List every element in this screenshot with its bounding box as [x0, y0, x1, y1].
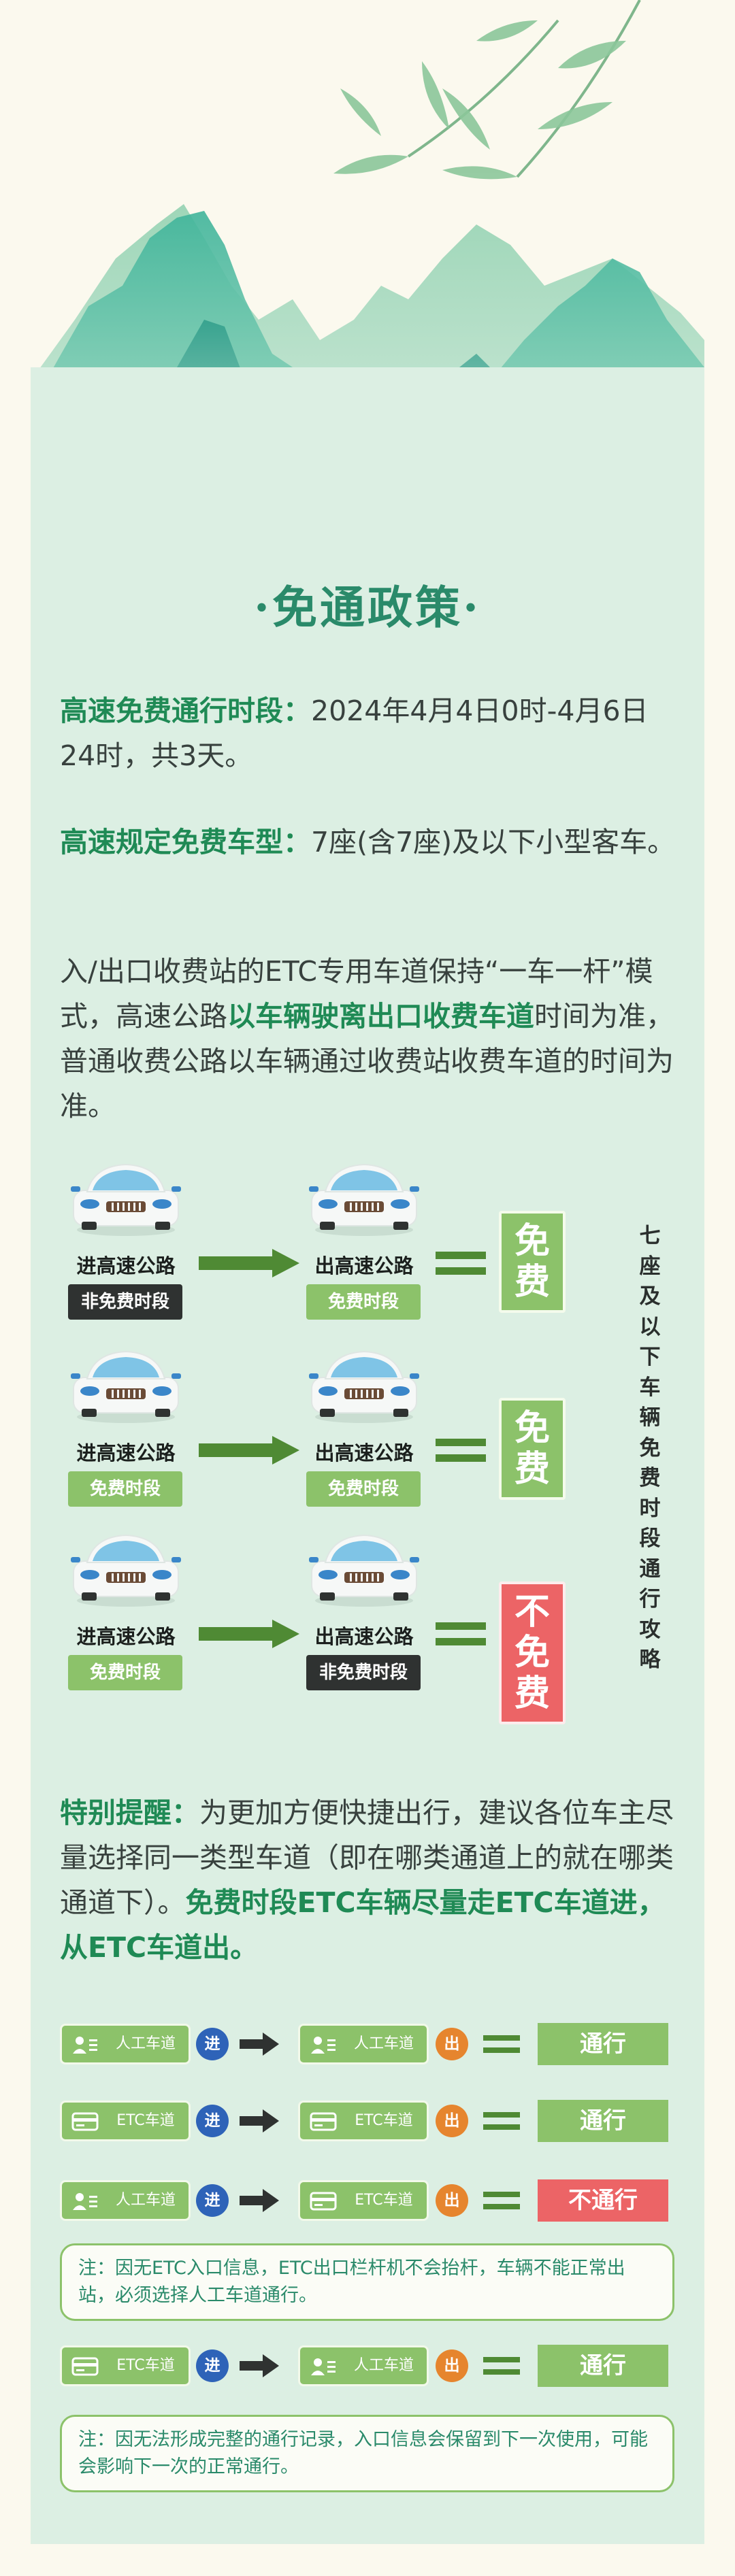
equals-icon [436, 1439, 486, 1462]
card-icon [310, 2112, 337, 2131]
person-icon [71, 2192, 99, 2211]
car-icon [306, 1343, 422, 1424]
enter-highway-label: 进高速公路 [76, 1625, 176, 1648]
reminder-text: 为更加方便快捷出行，建议各位车主尽量选择同一类型车道（即在哪类通道上的就在哪类通… [60, 1796, 674, 1919]
car-icon [306, 1156, 422, 1237]
car-icon [68, 1527, 184, 1607]
entry-badge: 进 [196, 2105, 229, 2137]
note-text-1: 注：因无ETC入口信息，ETC出口栏杆机不会抬杆，车辆不能正常出站，必须选择人工… [78, 2258, 625, 2306]
entry-badge: 进 [196, 2028, 229, 2060]
page-title: ·免通政策· [254, 581, 481, 634]
card-icon [310, 2192, 337, 2211]
lane-label: ETC车道 [116, 2357, 175, 2374]
exit-badge: 出 [436, 2349, 468, 2382]
reminder-highlight: 免费时段ETC车辆尽量走ETC车道进，从ETC车道出。 [60, 1886, 666, 1964]
reminder-paragraph: 特别提醒：为更加方便快捷出行，建议各位车主尽量选择同一类型车道（即在哪类通道上的… [60, 1790, 679, 1970]
exit-highway-label: 出高速公路 [314, 1625, 414, 1648]
vertical-caption: 七座及以下车辆免费时段通行攻略 [639, 1224, 661, 1672]
free-period-text: 2024年4月4日0时-4月6日24时，共3天。 [60, 695, 649, 772]
enter-period-tag: 非免费时段 [68, 1284, 182, 1320]
equals-icon [483, 2192, 520, 2209]
arrow-right-icon [240, 2109, 279, 2132]
lane-label: 人工车道 [115, 2192, 176, 2209]
entry-badge: 进 [196, 2184, 229, 2217]
exit-period-tag: 免费时段 [306, 1471, 421, 1507]
lane-chip: 人工车道 [298, 2345, 429, 2386]
toll-rule-text-2: 时间为准，普通收费公路以车辆通过收费站收费车道的时间为准。 [60, 1000, 674, 1122]
exit-badge: 出 [436, 2028, 468, 2060]
enter-period-tag: 免费时段 [68, 1655, 182, 1690]
enter-highway-label: 进高速公路 [76, 1254, 176, 1277]
lane-label: 人工车道 [353, 2357, 414, 2374]
lane-chip: 人工车道 [60, 2180, 191, 2221]
exit-highway-label: 出高速公路 [314, 1441, 414, 1465]
person-icon [310, 2035, 337, 2054]
pass-result: 通行 [538, 2023, 668, 2065]
exit-badge: 出 [436, 2184, 468, 2217]
equals-icon [483, 2112, 520, 2130]
card-icon [71, 2357, 99, 2376]
exit-badge: 出 [436, 2105, 468, 2137]
exit-period-tag: 非免费时段 [306, 1655, 421, 1690]
note-box-2: 注：因无法形成完整的通行记录，入口信息会保留到下一次使用，可能会影响下一次的正常… [60, 2415, 674, 2492]
result-badge: 不免费 [499, 1582, 566, 1724]
equals-icon [483, 2035, 520, 2053]
lane-label: 人工车道 [353, 2035, 414, 2052]
pass-result: 不通行 [538, 2179, 668, 2222]
lane-chip: ETC车道 [60, 2345, 191, 2386]
enter-highway-label: 进高速公路 [76, 1441, 176, 1465]
lane-chip: 人工车道 [60, 2024, 191, 2064]
result-badge: 免费 [499, 1211, 566, 1313]
lane-label: ETC车道 [116, 2112, 175, 2129]
person-icon [310, 2357, 337, 2376]
toll-rule-highlight: 以车辆驶离出口收费车道 [227, 1000, 534, 1033]
toll-rule-paragraph: 入/出口收费站的ETC专用车道保持“一车一杆”模式，高速公路以车辆驶离出口收费车… [60, 949, 679, 1128]
lane-chip: ETC车道 [298, 2180, 429, 2221]
exit-highway-label: 出高速公路 [314, 1254, 414, 1277]
reminder-label: 特别提醒： [60, 1796, 199, 1829]
arrow-right-icon [240, 2354, 279, 2377]
car-icon [68, 1343, 184, 1424]
card-icon [71, 2112, 99, 2131]
pass-result: 通行 [538, 2100, 668, 2142]
arrow-right-icon [199, 1436, 299, 1465]
arrow-right-icon [199, 1620, 299, 1648]
arrow-right-icon [240, 2189, 279, 2212]
result-badge: 免费 [499, 1398, 566, 1500]
lane-label: 人工车道 [115, 2035, 176, 2052]
lane-chip: ETC车道 [60, 2101, 191, 2141]
pass-result: 通行 [538, 2345, 668, 2387]
lane-label: ETC车道 [355, 2192, 413, 2209]
lane-chip: 人工车道 [298, 2024, 429, 2064]
car-icon [306, 1527, 422, 1607]
free-period-paragraph: 高速免费通行时段：2024年4月4日0时-4月6日24时，共3天。 [60, 688, 679, 778]
lane-chip: ETC车道 [298, 2101, 429, 2141]
lane-label: ETC车道 [355, 2112, 413, 2129]
person-icon [71, 2035, 99, 2054]
exit-period-tag: 免费时段 [306, 1284, 421, 1320]
note-box-1: 注：因无ETC入口信息，ETC出口栏杆机不会抬杆，车辆不能正常出站，必须选择人工… [60, 2243, 674, 2321]
equals-icon [436, 1622, 486, 1645]
enter-period-tag: 免费时段 [68, 1471, 182, 1507]
equals-icon [436, 1252, 486, 1275]
arrow-right-icon [199, 1249, 299, 1277]
entry-badge: 进 [196, 2349, 229, 2382]
equals-icon [483, 2357, 520, 2375]
vehicle-type-text: 7座(含7座)及以下小型客车。 [311, 826, 676, 858]
note-text-2: 注：因无法形成完整的通行记录，入口信息会保留到下一次使用，可能会影响下一次的正常… [78, 2429, 648, 2477]
vehicle-type-paragraph: 高速规定免费车型：7座(含7座)及以下小型客车。 [60, 820, 679, 865]
toll-rule-text-1: 入/出口收费站的ETC专用车道保持“一车一杆”模式，高速公路 [60, 955, 653, 1033]
arrow-right-icon [240, 2033, 279, 2056]
car-icon [68, 1156, 184, 1237]
vehicle-type-label: 高速规定免费车型： [60, 826, 311, 858]
free-period-label: 高速免费通行时段： [60, 695, 311, 727]
